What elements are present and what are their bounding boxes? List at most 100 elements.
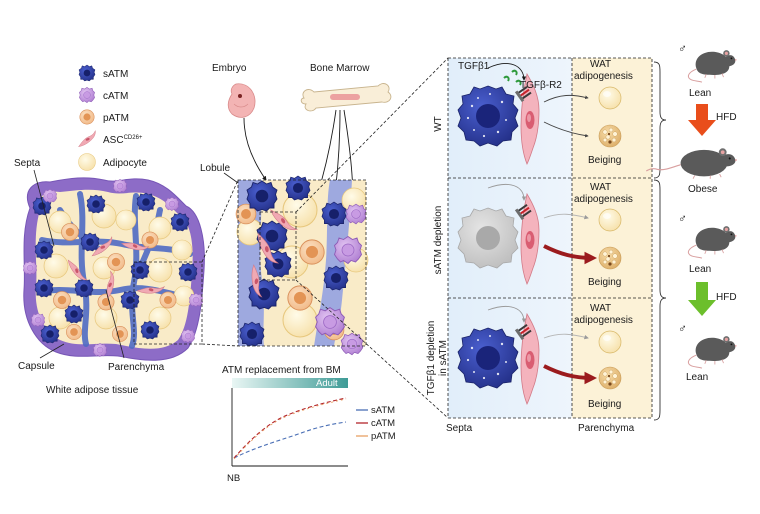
male-icon: ♂ (678, 41, 687, 55)
beige-adipocyte-icon (598, 246, 622, 270)
beiging-arrow-enhanced (543, 364, 598, 385)
brace-group-2 (653, 179, 667, 421)
satm-cell-icon (457, 327, 519, 389)
legend-label: cATM (103, 91, 128, 102)
hfd-arrow-icon (688, 104, 716, 136)
zoom-line-top (201, 179, 239, 263)
tissue-caption: White adipose tissue (46, 385, 139, 396)
lobule-frame (237, 179, 367, 347)
panel-frame (447, 57, 653, 419)
mouse-label-top: Lean (689, 88, 711, 99)
legend: sATM cATM pATM ASCCD26+ Adipocyte (74, 64, 147, 171)
adipogenesis-label: adipogenesis (574, 194, 633, 205)
panel-parenchyma-label: Parenchyma (578, 423, 635, 434)
series-line-satm (233, 421, 347, 459)
legend-label: Adipocyte (103, 158, 147, 169)
row-tgfb1-depletion: TGFβ1 depletion in sATM WAT adipogenesis… (426, 303, 633, 410)
row-satm-depletion: sATM depletion WAT adipogenesis Beiging (433, 182, 633, 288)
lobule-inner-box (259, 211, 297, 281)
wat-label: WAT (590, 303, 611, 314)
row-label: TGFβ1 depletion (426, 321, 437, 396)
capsule-pointer (39, 343, 65, 359)
white-adipocyte-icon (598, 330, 622, 354)
catm-icon (79, 87, 95, 103)
tgfb1-ligand-icon (503, 69, 522, 86)
legend-item-patm: pATM (79, 109, 129, 125)
mouse-label-bottom: Lean (686, 372, 708, 383)
receptor-label: TGFβ-R2 (520, 80, 562, 91)
patm-icon (79, 109, 95, 125)
adipogenesis-arrow-faded (543, 213, 589, 220)
legend-label: sATM (103, 69, 128, 80)
tgfb1-arrow-faded (487, 306, 527, 323)
lean-mouse-icon (687, 335, 738, 369)
panel-septa-label: Septa (446, 423, 473, 434)
male-icon: ♂ (678, 321, 687, 335)
mice-group-2: ♂ Lean HFD ♂ Lean (678, 211, 738, 383)
mice-group-1: ♂ Lean HFD Obese (645, 41, 738, 195)
legend-label-catm: cATM (371, 418, 395, 429)
mouse-label-bottom: Obese (688, 184, 718, 195)
legend-label: pATM (103, 113, 129, 124)
treatment-label: HFD (716, 292, 737, 303)
chart-x-start-label: NB (227, 473, 240, 484)
parenchyma-pointer (105, 289, 125, 359)
mechanism-panel: Septa Parenchyma WT TGFβ1 TGFβ-R2 WAT ad… (426, 57, 653, 434)
beiging-label: Beiging (588, 155, 621, 166)
row-label: sATM depletion (433, 206, 444, 275)
adult-label: Adult (316, 378, 338, 389)
beige-adipocyte-icon (598, 124, 622, 148)
legend-label-patm: pATM (371, 431, 396, 442)
adipogenesis-label: adipogenesis (574, 315, 633, 326)
brace-group-1 (653, 61, 667, 179)
adipogenesis-arrow (543, 94, 589, 103)
panel-zoom-line-top (295, 57, 449, 213)
panel-parenchyma-band (572, 58, 652, 418)
wat-label: WAT (590, 182, 611, 193)
wat-label: WAT (590, 59, 611, 70)
embryo-arrow (243, 117, 267, 181)
adipogenesis-label: adipogenesis (574, 71, 633, 82)
legend-item-asc: ASCCD26+ (74, 130, 143, 148)
mouse-label-top: Lean (689, 264, 711, 275)
capsule-label: Capsule (18, 361, 55, 372)
beiging-arrow-enhanced (543, 244, 598, 265)
adipogenesis-arrow-faded (543, 333, 589, 340)
embryo-label: Embryo (212, 63, 247, 74)
bone-marrow-label: Bone Marrow (310, 63, 370, 74)
row-label-line-2: in sATM (438, 340, 449, 376)
lobule-zoom: Lobule (200, 57, 449, 419)
white-adipocyte-icon (598, 86, 622, 110)
tissue-illustration: Septa Capsule Parenchyma White adipose t… (14, 158, 239, 396)
septa-pointer (33, 169, 55, 247)
legend-label: ASCCD26+ (103, 135, 143, 146)
lean-mouse-icon (687, 49, 738, 83)
series-line-patm (233, 398, 347, 460)
parenchyma-label: Parenchyma (108, 362, 165, 373)
embryo-icon (227, 83, 256, 118)
series-line-catm (233, 397, 347, 459)
group-braces (653, 61, 667, 421)
tgfb1-arrow (487, 63, 527, 81)
white-adipocyte-icon (598, 208, 622, 232)
hfd-arrow-icon (688, 282, 716, 316)
row-label: WT (433, 116, 444, 132)
adult-gradient-bar (232, 378, 348, 388)
satm-cell-icon (457, 85, 519, 147)
lobule-label: Lobule (200, 163, 230, 174)
chart-legend: sATM cATM pATM (356, 405, 396, 442)
beiging-arrow (543, 121, 589, 138)
legend-item-satm: sATM (78, 64, 128, 82)
legend-item-adipocyte: Adipocyte (78, 153, 147, 171)
septa-label: Septa (14, 158, 41, 169)
lean-mouse-icon (687, 225, 738, 259)
replacement-chart: ATM replacement from BM Adult NB sATM cA… (222, 365, 396, 484)
asc-icon (74, 130, 100, 148)
beige-adipocyte-icon (598, 366, 622, 390)
tgfb1-label: TGFβ1 (458, 61, 490, 72)
panel-zoom-line-bottom (295, 279, 449, 419)
male-icon: ♂ (678, 211, 687, 225)
beiging-label: Beiging (588, 277, 621, 288)
